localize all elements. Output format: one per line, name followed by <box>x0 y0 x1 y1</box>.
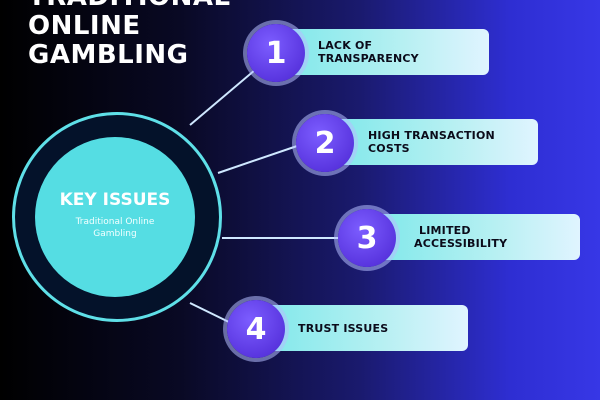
issue-number-4: 4 <box>245 311 267 347</box>
issue-label-4-line-1: TRUST ISSUES <box>298 321 389 335</box>
issue-label-2-line-1: HIGH TRANSACTION <box>368 129 495 142</box>
hub-circle: KEY ISSUES Traditional Online Gambling <box>35 137 195 297</box>
issue-label-3-line-2: ACCESSIBILITY <box>414 237 508 250</box>
issue-badge-4: 4 <box>227 300 285 358</box>
issue-box-2: HIGH TRANSACTION COSTS <box>326 119 538 165</box>
issue-badge-3: 3 <box>338 209 396 267</box>
issue-label-2-line-2: COSTS <box>368 142 410 155</box>
page-title: TRADITIONAL ONLINE GAMBLING <box>28 0 231 70</box>
issue-number-1: 1 <box>265 35 287 71</box>
hub-subtitle: Traditional Online Gambling <box>75 217 155 239</box>
issue-number-2: 2 <box>314 125 336 161</box>
page-title-line-2: ONLINE <box>28 11 141 41</box>
issue-number-3: 3 <box>356 220 378 256</box>
issue-label-3: LIMITED ACCESSIBILITY <box>414 224 507 250</box>
issue-label-4: TRUST ISSUES <box>298 322 388 335</box>
issue-badge-2: 2 <box>296 114 354 172</box>
issue-badge-1: 1 <box>247 24 305 82</box>
issue-label-2: HIGH TRANSACTION COSTS <box>368 129 495 155</box>
issue-label-3-line-1: LIMITED <box>419 224 471 237</box>
connector-line-1 <box>189 69 256 126</box>
issue-label-1-line-2: TRANSPARENCY <box>318 52 419 65</box>
page-title-line-3: GAMBLING <box>28 40 189 70</box>
hub-title: KEY ISSUES <box>59 190 171 210</box>
page-title-line-1: TRADITIONAL <box>28 0 231 12</box>
connector-line-2 <box>217 144 301 174</box>
issue-box-1: LACK OF TRANSPARENCY <box>276 29 489 75</box>
issue-label-1: LACK OF TRANSPARENCY <box>318 39 419 65</box>
issue-label-1-line-1: LACK OF <box>318 39 373 52</box>
issue-box-3: LIMITED ACCESSIBILITY <box>368 214 580 260</box>
issue-box-4: TRUST ISSUES <box>256 305 468 351</box>
